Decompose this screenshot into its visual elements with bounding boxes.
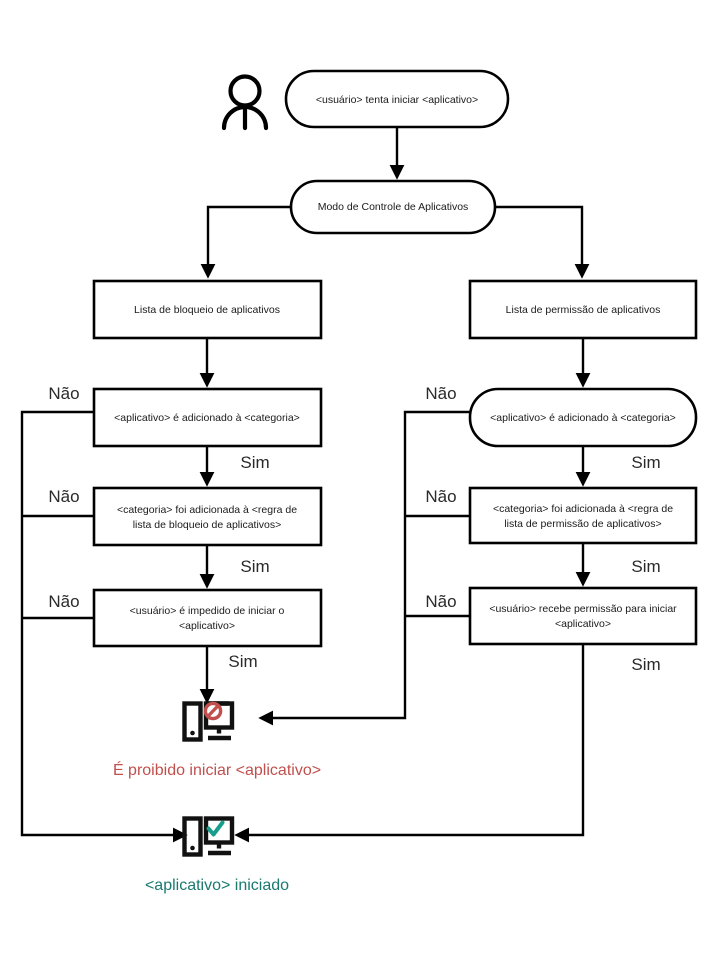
- edge-label-sim-allow-category: Sim: [631, 453, 660, 472]
- node-start-label: <usuário> tenta iniciar <aplicativo>: [316, 94, 478, 106]
- node-allow-list-label: Lista de permissão de aplicativos: [506, 304, 661, 316]
- edge-label-nao-allow-category: Não: [425, 384, 456, 403]
- node-deny-category[interactable]: <aplicativo> é adicionado à <categoria>: [92, 387, 323, 448]
- edge-label-sim-allow-user: Sim: [631, 655, 660, 674]
- node-allow-list[interactable]: Lista de permissão de aplicativos: [468, 279, 698, 340]
- edge-label-sim-deny-user: Sim: [228, 652, 257, 671]
- user-actor-icon: [221, 74, 269, 131]
- edge-label-sim-deny-rule: Sim: [240, 557, 269, 576]
- edge-label-nao-allow-rule: Não: [425, 487, 456, 506]
- edge-label-sim-allow-rule: Sim: [631, 557, 660, 576]
- node-allow-rule-label-2: lista de permissão de aplicativos>: [504, 518, 661, 530]
- edge-label-nao-deny-rule: Não: [48, 487, 79, 506]
- computer-blocked-icon: [182, 701, 235, 742]
- edge-label-nao-deny-user: Não: [48, 592, 79, 611]
- edge-mode-to-denylist: [200, 205, 291, 279]
- node-deny-rule-label-2: lista de bloqueio de aplicativos>: [133, 519, 282, 531]
- edge-label-sim-deny-category: Sim: [240, 453, 269, 472]
- node-allow-user-label-1: <usuário> recebe permissão para iniciar: [489, 603, 677, 615]
- node-deny-category-label: <aplicativo> é adicionado à <categoria>: [114, 412, 300, 424]
- edge-deny-category-nao: [20, 410, 188, 843]
- node-allow-user[interactable]: <usuário> recebe permissão para iniciar …: [468, 586, 698, 646]
- node-allow-rule[interactable]: <categoria> foi adicionada à <regra de l…: [468, 486, 698, 545]
- edge-label-nao-allow-user: Não: [425, 592, 456, 611]
- node-deny-user-label-1: <usuário> é impedido de iniciar o: [130, 605, 285, 617]
- node-allow-rule-label-1: <categoria> foi adicionada à <regra de: [493, 503, 673, 515]
- node-deny-user[interactable]: <usuário> é impedido de iniciar o <aplic…: [92, 588, 323, 648]
- node-mode[interactable]: Modo de Controle de Aplicativos: [289, 179, 497, 235]
- node-allow-user-label-2: <aplicativo>: [555, 618, 611, 630]
- edge-allow-user-sim-to-allowed: [234, 644, 585, 843]
- edge-allow-category-nao: [258, 410, 470, 726]
- node-allow-category[interactable]: <aplicativo> é adicionado à <categoria>: [468, 387, 698, 448]
- node-start[interactable]: <usuário> tenta iniciar <aplicativo>: [284, 69, 510, 129]
- edge-label-nao-deny-category: Não: [48, 384, 79, 403]
- node-mode-label: Modo de Controle de Aplicativos: [318, 201, 469, 213]
- node-allow-category-label: <aplicativo> é adicionado à <categoria>: [490, 412, 676, 424]
- computer-allowed-icon: [182, 816, 235, 857]
- node-deny-list-label: Lista de bloqueio de aplicativos: [134, 304, 280, 316]
- node-deny-rule[interactable]: <categoria> foi adicionada à <regra de l…: [92, 486, 323, 547]
- result-denied-label: É proibido iniciar <aplicativo>: [113, 760, 321, 779]
- result-allowed-label: <aplicativo> iniciado: [145, 877, 289, 894]
- node-deny-list[interactable]: Lista de bloqueio de aplicativos: [92, 279, 323, 340]
- edge-mode-to-allowlist: [495, 205, 590, 279]
- node-deny-rule-label-1: <categoria> foi adicionada à <regra de: [117, 504, 297, 516]
- node-deny-user-label-2: <aplicativo>: [179, 620, 235, 632]
